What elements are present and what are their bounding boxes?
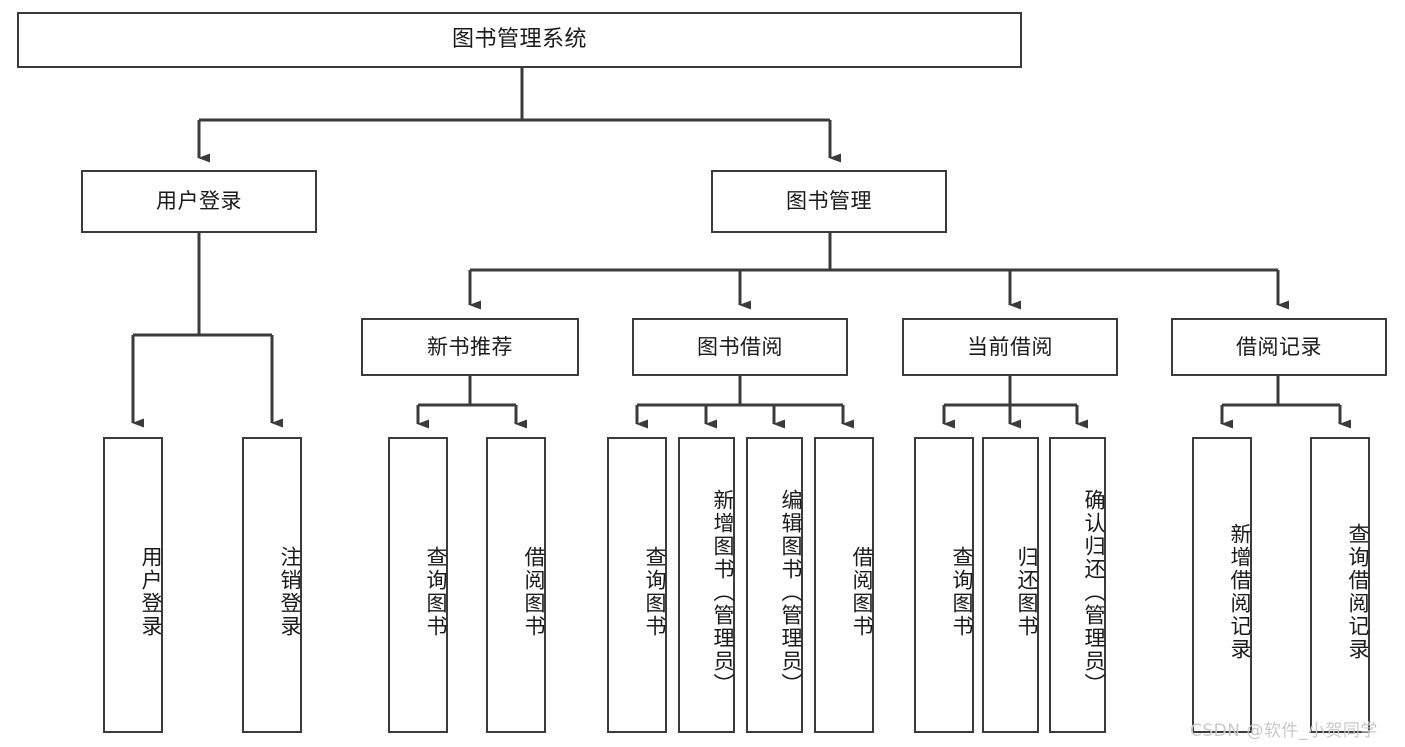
node-label: 归还图书: [1015, 546, 1039, 638]
node-label: 借阅记录: [1236, 334, 1322, 359]
node-label: 查询图书: [643, 546, 667, 638]
leaf-user-login-login[interactable]: 用户登录: [103, 437, 163, 733]
node-user-login[interactable]: 用户登录: [81, 170, 317, 233]
leaf-book-borrow-query-book[interactable]: 查询图书: [607, 437, 667, 733]
leaf-new-book-query-book[interactable]: 查询图书: [388, 437, 448, 733]
node-label: 图书借阅: [697, 334, 783, 359]
leaf-current-borrow-confirm-return[interactable]: 确认归还（管理员）: [1049, 437, 1106, 733]
node-label: 查询借阅记录: [1346, 523, 1370, 661]
leaf-user-login-logout[interactable]: 注销登录: [242, 437, 302, 733]
node-label: 用户登录: [139, 546, 163, 638]
node-new-book-recommend[interactable]: 新书推荐: [361, 318, 579, 376]
node-label: 编辑图书（管理员）: [779, 488, 803, 696]
node-label: 当前借阅: [967, 334, 1053, 359]
node-label: 用户登录: [156, 189, 242, 214]
watermark: CSDN @软件_小贺同学: [1190, 721, 1378, 741]
node-label: 图书管理: [786, 189, 872, 214]
leaf-book-borrow-borrow-book[interactable]: 借阅图书: [814, 437, 874, 733]
node-label: 借阅图书: [850, 546, 874, 638]
leaf-book-borrow-edit-book[interactable]: 编辑图书（管理员）: [746, 437, 803, 733]
node-root-book-management-system[interactable]: 图书管理系统: [17, 12, 1022, 68]
node-label: 图书管理系统: [451, 27, 587, 53]
leaf-borrow-record-add-record[interactable]: 新增借阅记录: [1192, 437, 1252, 733]
node-label: 新书推荐: [427, 334, 513, 359]
node-borrow-record[interactable]: 借阅记录: [1171, 318, 1387, 376]
leaf-borrow-record-query-record[interactable]: 查询借阅记录: [1310, 437, 1370, 733]
node-label: 确认归还（管理员）: [1082, 488, 1106, 696]
node-label: 借阅图书: [522, 546, 546, 638]
node-label: 注销登录: [278, 546, 302, 638]
node-book-borrow[interactable]: 图书借阅: [632, 318, 848, 376]
node-current-borrow[interactable]: 当前借阅: [902, 318, 1118, 376]
leaf-book-borrow-add-book[interactable]: 新增图书（管理员）: [678, 437, 735, 733]
leaf-current-borrow-query-book[interactable]: 查询图书: [914, 437, 974, 733]
node-label: 新增借阅记录: [1228, 523, 1252, 661]
node-label: 查询图书: [424, 546, 448, 638]
leaf-current-borrow-return-book[interactable]: 归还图书: [982, 437, 1039, 733]
node-book-management[interactable]: 图书管理: [711, 170, 947, 233]
leaf-new-book-borrow-book[interactable]: 借阅图书: [486, 437, 546, 733]
node-label: 新增图书（管理员）: [711, 488, 735, 696]
node-label: 查询图书: [950, 546, 974, 638]
